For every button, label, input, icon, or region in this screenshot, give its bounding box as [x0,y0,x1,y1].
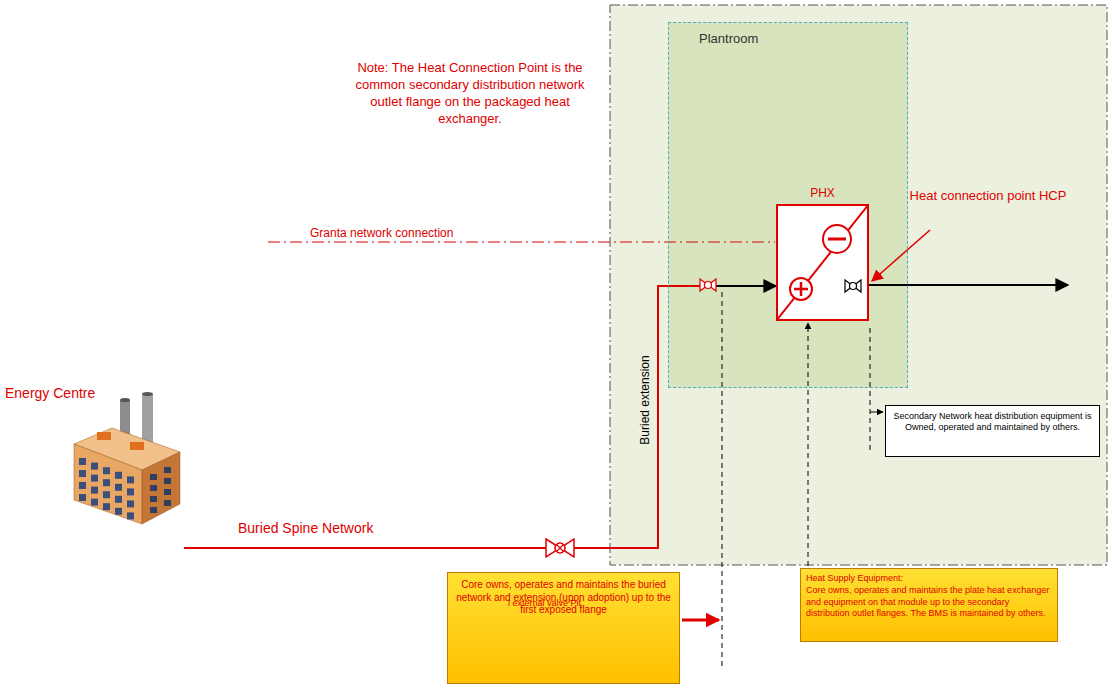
heat-exchanger-box: PHX [776,204,869,321]
pointer-label: Heat connection point HCP [893,188,1083,205]
note-text: Note: The Heat Connection Point is the c… [345,60,595,128]
valve-symbol [700,279,716,291]
valve-label: l external valve Pit [508,598,581,610]
node-label: Heat Supply Equipment: [801,569,1057,584]
granta-line [268,242,775,243]
heat-exchanger-symbol [776,204,869,321]
callout-box: Core owns, operates and maintains the bu… [447,572,680,684]
pipe-line [716,285,776,287]
node-label: Secondary Network heat distribution equi… [886,406,1099,439]
valve-symbol [546,539,574,557]
leader-line [722,292,723,668]
node-label: PHX [778,186,867,201]
line-label: Granta network connection [310,226,453,242]
pipe-label: Buried extension [638,355,654,444]
plantroom-box: PlantroomPHX [668,22,908,388]
callout-box: Heat Supply Equipment:Core owns, operate… [800,568,1058,642]
edge-label: Buried Spine Network [238,520,373,536]
node-body: Core owns, operates and maintains the pl… [801,584,1057,623]
leader-line [808,323,809,566]
leader-arrow [870,412,883,413]
leader-line [870,328,871,450]
node-label: Plantroom [699,31,758,47]
energy-centre: Energy Centre [2,382,184,550]
pipe-connector [184,286,776,548]
node-label: Energy Centre [5,385,95,403]
callout-arrow [682,619,719,622]
plantroom-fill [668,22,908,388]
pipe-line [184,286,700,548]
outlet-arrow [868,284,1068,286]
hcp-pointer [872,230,930,281]
node-label: Core owns, operates and maintains the bu… [448,573,679,623]
note-box: Secondary Network heat distribution equi… [885,405,1100,457]
energy-centre-icon [2,382,184,550]
